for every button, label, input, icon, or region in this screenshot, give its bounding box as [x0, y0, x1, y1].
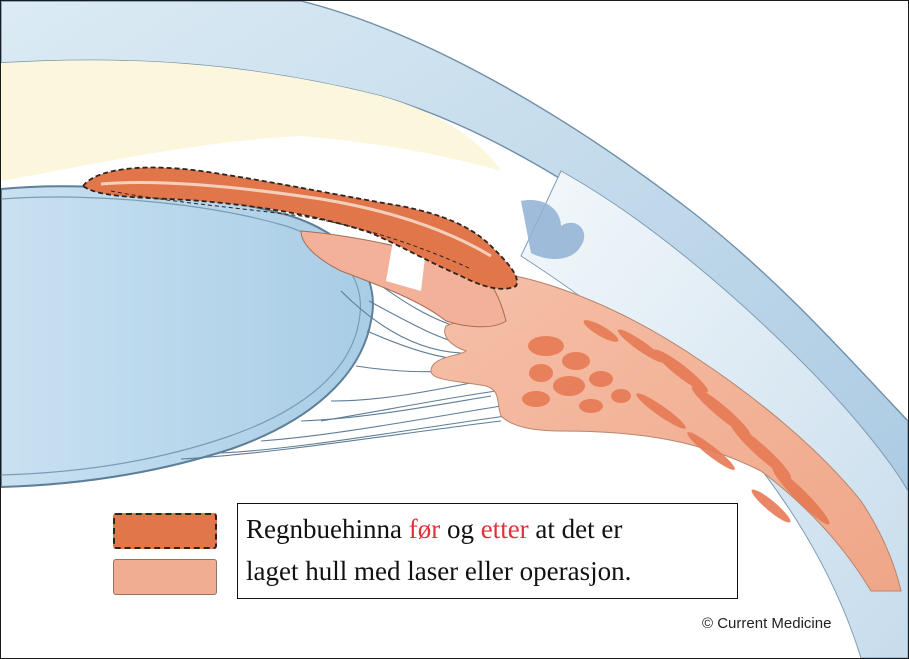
legend-line-1: Regnbuehinna før og etter at det er: [246, 508, 737, 550]
legend-word-after: etter: [481, 514, 529, 544]
lens-shape: [1, 186, 373, 487]
legend-swatch-after: [113, 559, 217, 595]
legend-text-part1: Regnbuehinna: [246, 514, 409, 544]
legend-line-2: laget hull med laser eller operasjon.: [246, 550, 737, 592]
legend-swatch-before: [113, 513, 217, 549]
copyright-notice: © Current Medicine: [702, 615, 831, 632]
legend-text-part3: at det er: [529, 514, 623, 544]
legend-box: Regnbuehinna før og etter at det er lage…: [237, 503, 738, 599]
legend-text-part2: og: [440, 514, 481, 544]
legend-word-before: før: [409, 514, 440, 544]
